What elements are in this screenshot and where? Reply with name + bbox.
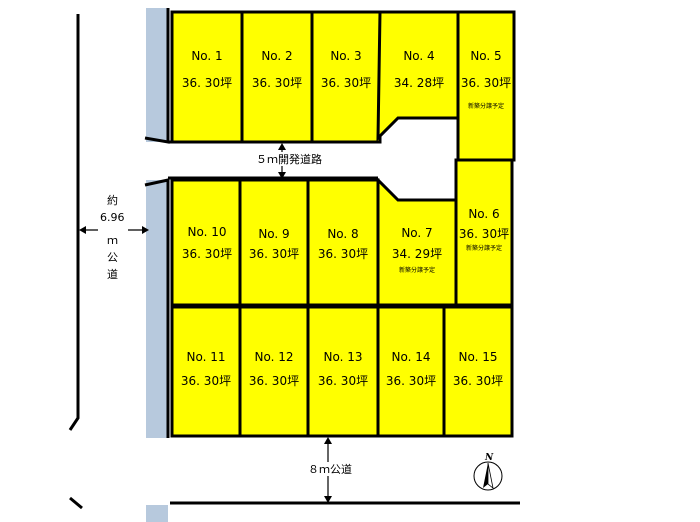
lot-number-label: No. 10	[187, 225, 226, 239]
lot-area-label: 36. 30坪	[321, 76, 371, 90]
lot-number-label: No. 7	[401, 226, 432, 240]
lot-13[interactable]	[306, 305, 380, 438]
lot-number-label: No. 2	[261, 49, 292, 63]
lot-4[interactable]	[376, 10, 460, 142]
lot-12[interactable]	[238, 305, 310, 438]
lot-note-label: 新築分譲予定	[399, 266, 435, 274]
lot-number-label: No. 6	[468, 207, 499, 221]
lot-area-label: 36. 30坪	[386, 374, 436, 388]
lot-area-label: 36. 30坪	[249, 247, 299, 261]
west-road-label-2: 6.96	[100, 211, 125, 224]
lot-area-label: 36. 30坪	[461, 76, 511, 90]
lot-7[interactable]	[376, 176, 458, 307]
west-road-label-5: 道	[107, 267, 118, 281]
lot-9[interactable]	[238, 178, 310, 307]
lot-number-label: No. 5	[470, 49, 501, 63]
lot-number-label: No. 13	[323, 350, 362, 364]
lot-area-label: 36. 30坪	[453, 374, 503, 388]
lot-15[interactable]	[442, 305, 514, 438]
west-road-edge-lower	[146, 180, 168, 438]
lot-area-label: 36. 30坪	[181, 374, 231, 388]
internal-road-label: ５ｍ開発道路	[256, 152, 322, 166]
lot-number-label: No. 12	[254, 350, 293, 364]
lot-number-label: No. 11	[186, 350, 225, 364]
lot-note-label: 新築分譲予定	[466, 244, 502, 252]
lot-area-label: 36. 30坪	[318, 374, 368, 388]
lot-labels: No. 1 36. 30坪 No. 2 36. 30坪 No. 3 36. 30坪 No. …	[181, 49, 511, 388]
lot-11[interactable]	[170, 305, 242, 438]
lot-number-label: No. 3	[330, 49, 361, 63]
compass-label: N	[484, 453, 494, 463]
lot-area-label: 36. 30坪	[249, 374, 299, 388]
lot-number-label: No. 14	[391, 350, 430, 364]
lot-area-label: 34. 28坪	[394, 76, 444, 90]
lot-6[interactable]	[454, 158, 514, 307]
lower-block-west-edge	[144, 178, 170, 438]
south-road-label: ８ｍ公道	[308, 462, 352, 476]
lot-number-label: No. 8	[327, 227, 358, 241]
lot-area-label: 36. 30坪	[252, 76, 302, 90]
lot-area-label: 36. 30坪	[318, 247, 368, 261]
west-road-line	[68, 14, 80, 431]
west-road-corner	[69, 496, 83, 510]
internal-road-label-bg	[252, 152, 314, 166]
north-arrow-icon: N	[473, 453, 503, 491]
west-road-label-1: 約	[107, 193, 118, 207]
south-road-label-bg	[304, 462, 356, 476]
west-road-edge-upper	[146, 8, 168, 142]
lot-8[interactable]	[306, 178, 380, 307]
lot-number-label: No. 15	[458, 350, 497, 364]
west-road-label-3: ｍ	[107, 234, 118, 247]
lot-10[interactable]	[170, 178, 242, 307]
lot-area-label: 34. 29坪	[392, 247, 442, 261]
lot-number-label: No. 9	[258, 227, 289, 241]
west-road-label-4: 公	[107, 251, 118, 264]
lot-note-label: 新築分譲予定	[468, 102, 504, 110]
lot-area-label: 36. 30坪	[182, 247, 232, 261]
lot-number-label: No. 1	[191, 49, 222, 63]
lot-5[interactable]	[456, 10, 516, 162]
west-road-edge-bottom	[146, 505, 168, 522]
lot-area-label: 36. 30坪	[182, 76, 232, 90]
lot-14[interactable]	[376, 305, 446, 438]
west-road-label-bg	[98, 192, 128, 284]
lot-number-label: No. 4	[403, 49, 434, 63]
lot-area-label: 36. 30坪	[459, 227, 509, 241]
